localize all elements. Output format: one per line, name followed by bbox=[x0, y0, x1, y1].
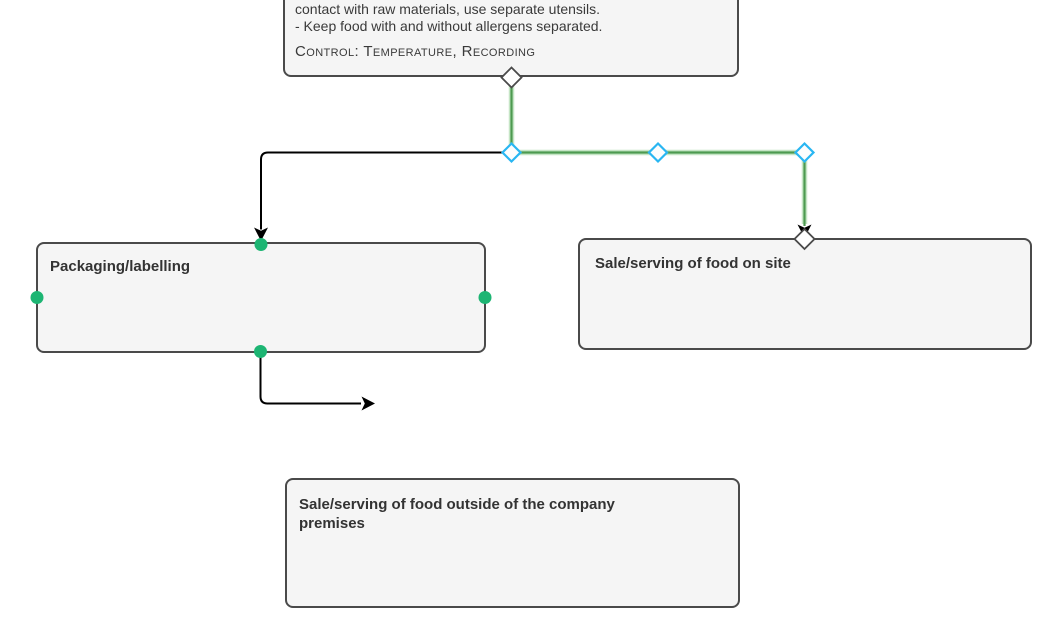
edge-to-sale-on-site[interactable] bbox=[508, 86, 812, 238]
edge-waypoint-handle-icon[interactable] bbox=[500, 141, 523, 164]
edge-endpoint-diamond-icon[interactable] bbox=[500, 66, 523, 89]
edge-waypoint-handle-icon[interactable] bbox=[647, 141, 669, 164]
node-prep-step-body: contact with raw materials, use separate… bbox=[295, 1, 602, 60]
node-prep-step[interactable]: contact with raw materials, use separate… bbox=[283, 0, 739, 77]
connection-point-dot[interactable] bbox=[478, 291, 492, 304]
connection-point-dot[interactable] bbox=[254, 345, 267, 358]
node-sale-outside-label: Sale/serving of food outside of the comp… bbox=[299, 496, 615, 532]
node-packaging-label: Packaging/labelling bbox=[50, 258, 191, 275]
edge-waypoint-handle-icon[interactable] bbox=[793, 141, 816, 164]
connection-point-dot[interactable] bbox=[30, 291, 44, 304]
connection-point-dot[interactable] bbox=[254, 238, 268, 251]
prep-step-body-line: contact with raw materials, use separate… bbox=[295, 1, 601, 17]
edge-endpoint-diamond-icon[interactable] bbox=[793, 227, 816, 251]
arrowhead-icon bbox=[361, 396, 375, 411]
node-sale-outside[interactable]: Sale/serving of food outside of the comp… bbox=[285, 478, 740, 608]
edge-packaging-out[interactable] bbox=[259, 352, 376, 411]
node-sale-on-site-label: Sale/serving of food on site bbox=[595, 255, 791, 272]
node-packaging[interactable]: Packaging/labelling bbox=[36, 242, 486, 353]
prep-step-control-line: Control: Temperature, Recording bbox=[295, 43, 536, 60]
edge-to-packaging[interactable] bbox=[254, 151, 512, 242]
prep-step-body-line: - Keep food with and without allergens s… bbox=[295, 18, 603, 34]
node-sale-on-site[interactable]: Sale/serving of food on site bbox=[578, 238, 1032, 350]
